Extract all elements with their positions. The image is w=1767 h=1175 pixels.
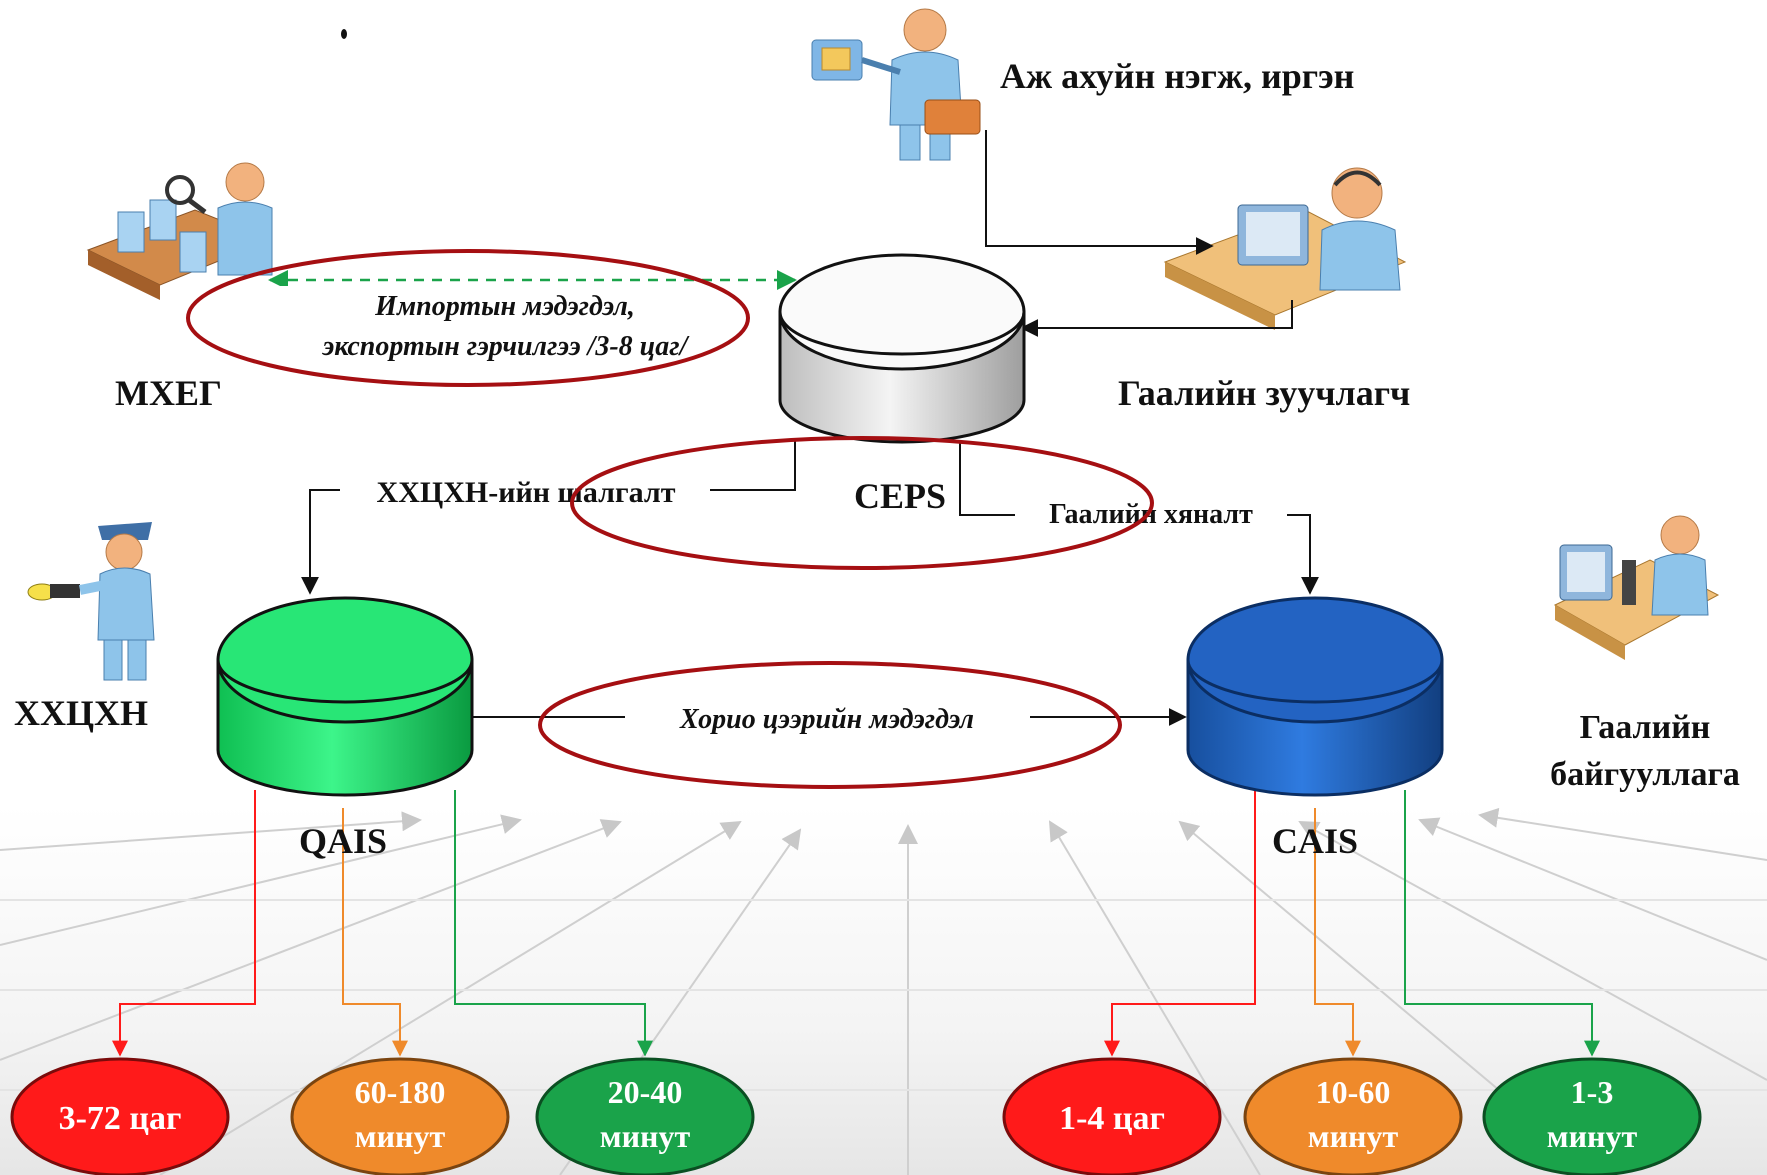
cais-orange-time-text-2: минут	[1308, 1118, 1399, 1154]
citizen-icon	[811, 8, 981, 161]
ban-info-label: Хорио цээрийн мэдэгдэл	[679, 704, 974, 735]
ban-label-bg	[625, 703, 1030, 735]
import-label-line1: Импортын мэдэгдэл,	[374, 291, 635, 322]
police-officer-icon	[27, 522, 155, 681]
cais-green-line	[1404, 790, 1600, 1057]
import-label-bg	[255, 286, 755, 368]
qais-orange-time-text-1: 60-180	[355, 1074, 446, 1110]
cais-orange-line	[1314, 808, 1361, 1057]
stray-dot	[341, 29, 347, 39]
broker-to-ceps-arrow	[1020, 300, 1293, 337]
qais-orange-time-text-2: минут	[355, 1118, 446, 1154]
qais-green-time: 20-40 минут	[535, 1057, 755, 1175]
customs-org-label-2: байгууллага	[1550, 756, 1740, 793]
cais-green-time: 1-3 минут	[1482, 1057, 1702, 1175]
qais-green-time-text-1: 20-40	[608, 1074, 683, 1110]
qais-green-line	[454, 790, 653, 1057]
ceps-label: CEPS	[854, 476, 946, 516]
import-label-line2: экспортын гэрчилгээ /3-8 цаг/	[322, 331, 690, 362]
lab-worker-icon	[1553, 515, 1720, 660]
broker-icon	[1163, 167, 1407, 330]
qais-red-time-text: 3-72 цаг	[59, 1100, 182, 1137]
cais-label: CAIS	[1272, 821, 1358, 861]
citizen-to-broker-arrow	[985, 130, 1214, 255]
cais-red-line	[1104, 790, 1256, 1057]
qais-orange-line	[342, 808, 408, 1057]
cais-green-time-text-2: минут	[1547, 1118, 1638, 1154]
cais-red-time-text: 1-4 цаг	[1059, 1100, 1165, 1137]
mheg-inspector-icon	[86, 162, 273, 300]
cais-green-time-text-1: 1-3	[1571, 1074, 1614, 1110]
qais-orange-time: 60-180 минут	[290, 1057, 510, 1175]
cais-orange-time: 10-60 минут	[1243, 1057, 1463, 1175]
ceps-database	[778, 253, 1026, 444]
highlight-oval-inspection	[570, 436, 1154, 570]
cais-red-time: 1-4 цаг	[1002, 1057, 1222, 1175]
inspection-label: ХХЦХН-ийн шалгалт	[377, 476, 676, 509]
qais-green-time-text-2: минут	[600, 1118, 691, 1154]
mheg-label: МХЕГ	[115, 373, 222, 413]
broker-label: Гаалийн зуучлагч	[1118, 373, 1410, 413]
qais-red-line	[112, 790, 256, 1057]
qais-red-time: 3-72 цаг	[10, 1057, 230, 1175]
citizen-label: Аж ахуйн нэгж, иргэн	[1000, 56, 1354, 96]
inspection-label-bg	[340, 475, 710, 509]
highlight-oval-import	[186, 249, 750, 387]
qais-label: QAIS	[299, 821, 387, 861]
cais-orange-time-text-1: 10-60	[1316, 1074, 1391, 1110]
customs-org-label-1: Гаалийн	[1580, 709, 1711, 746]
qais-database	[216, 596, 474, 797]
highlight-oval-ban	[538, 661, 1122, 789]
hhtshn-label: ХХЦХН	[14, 693, 148, 733]
cais-database	[1186, 596, 1444, 797]
